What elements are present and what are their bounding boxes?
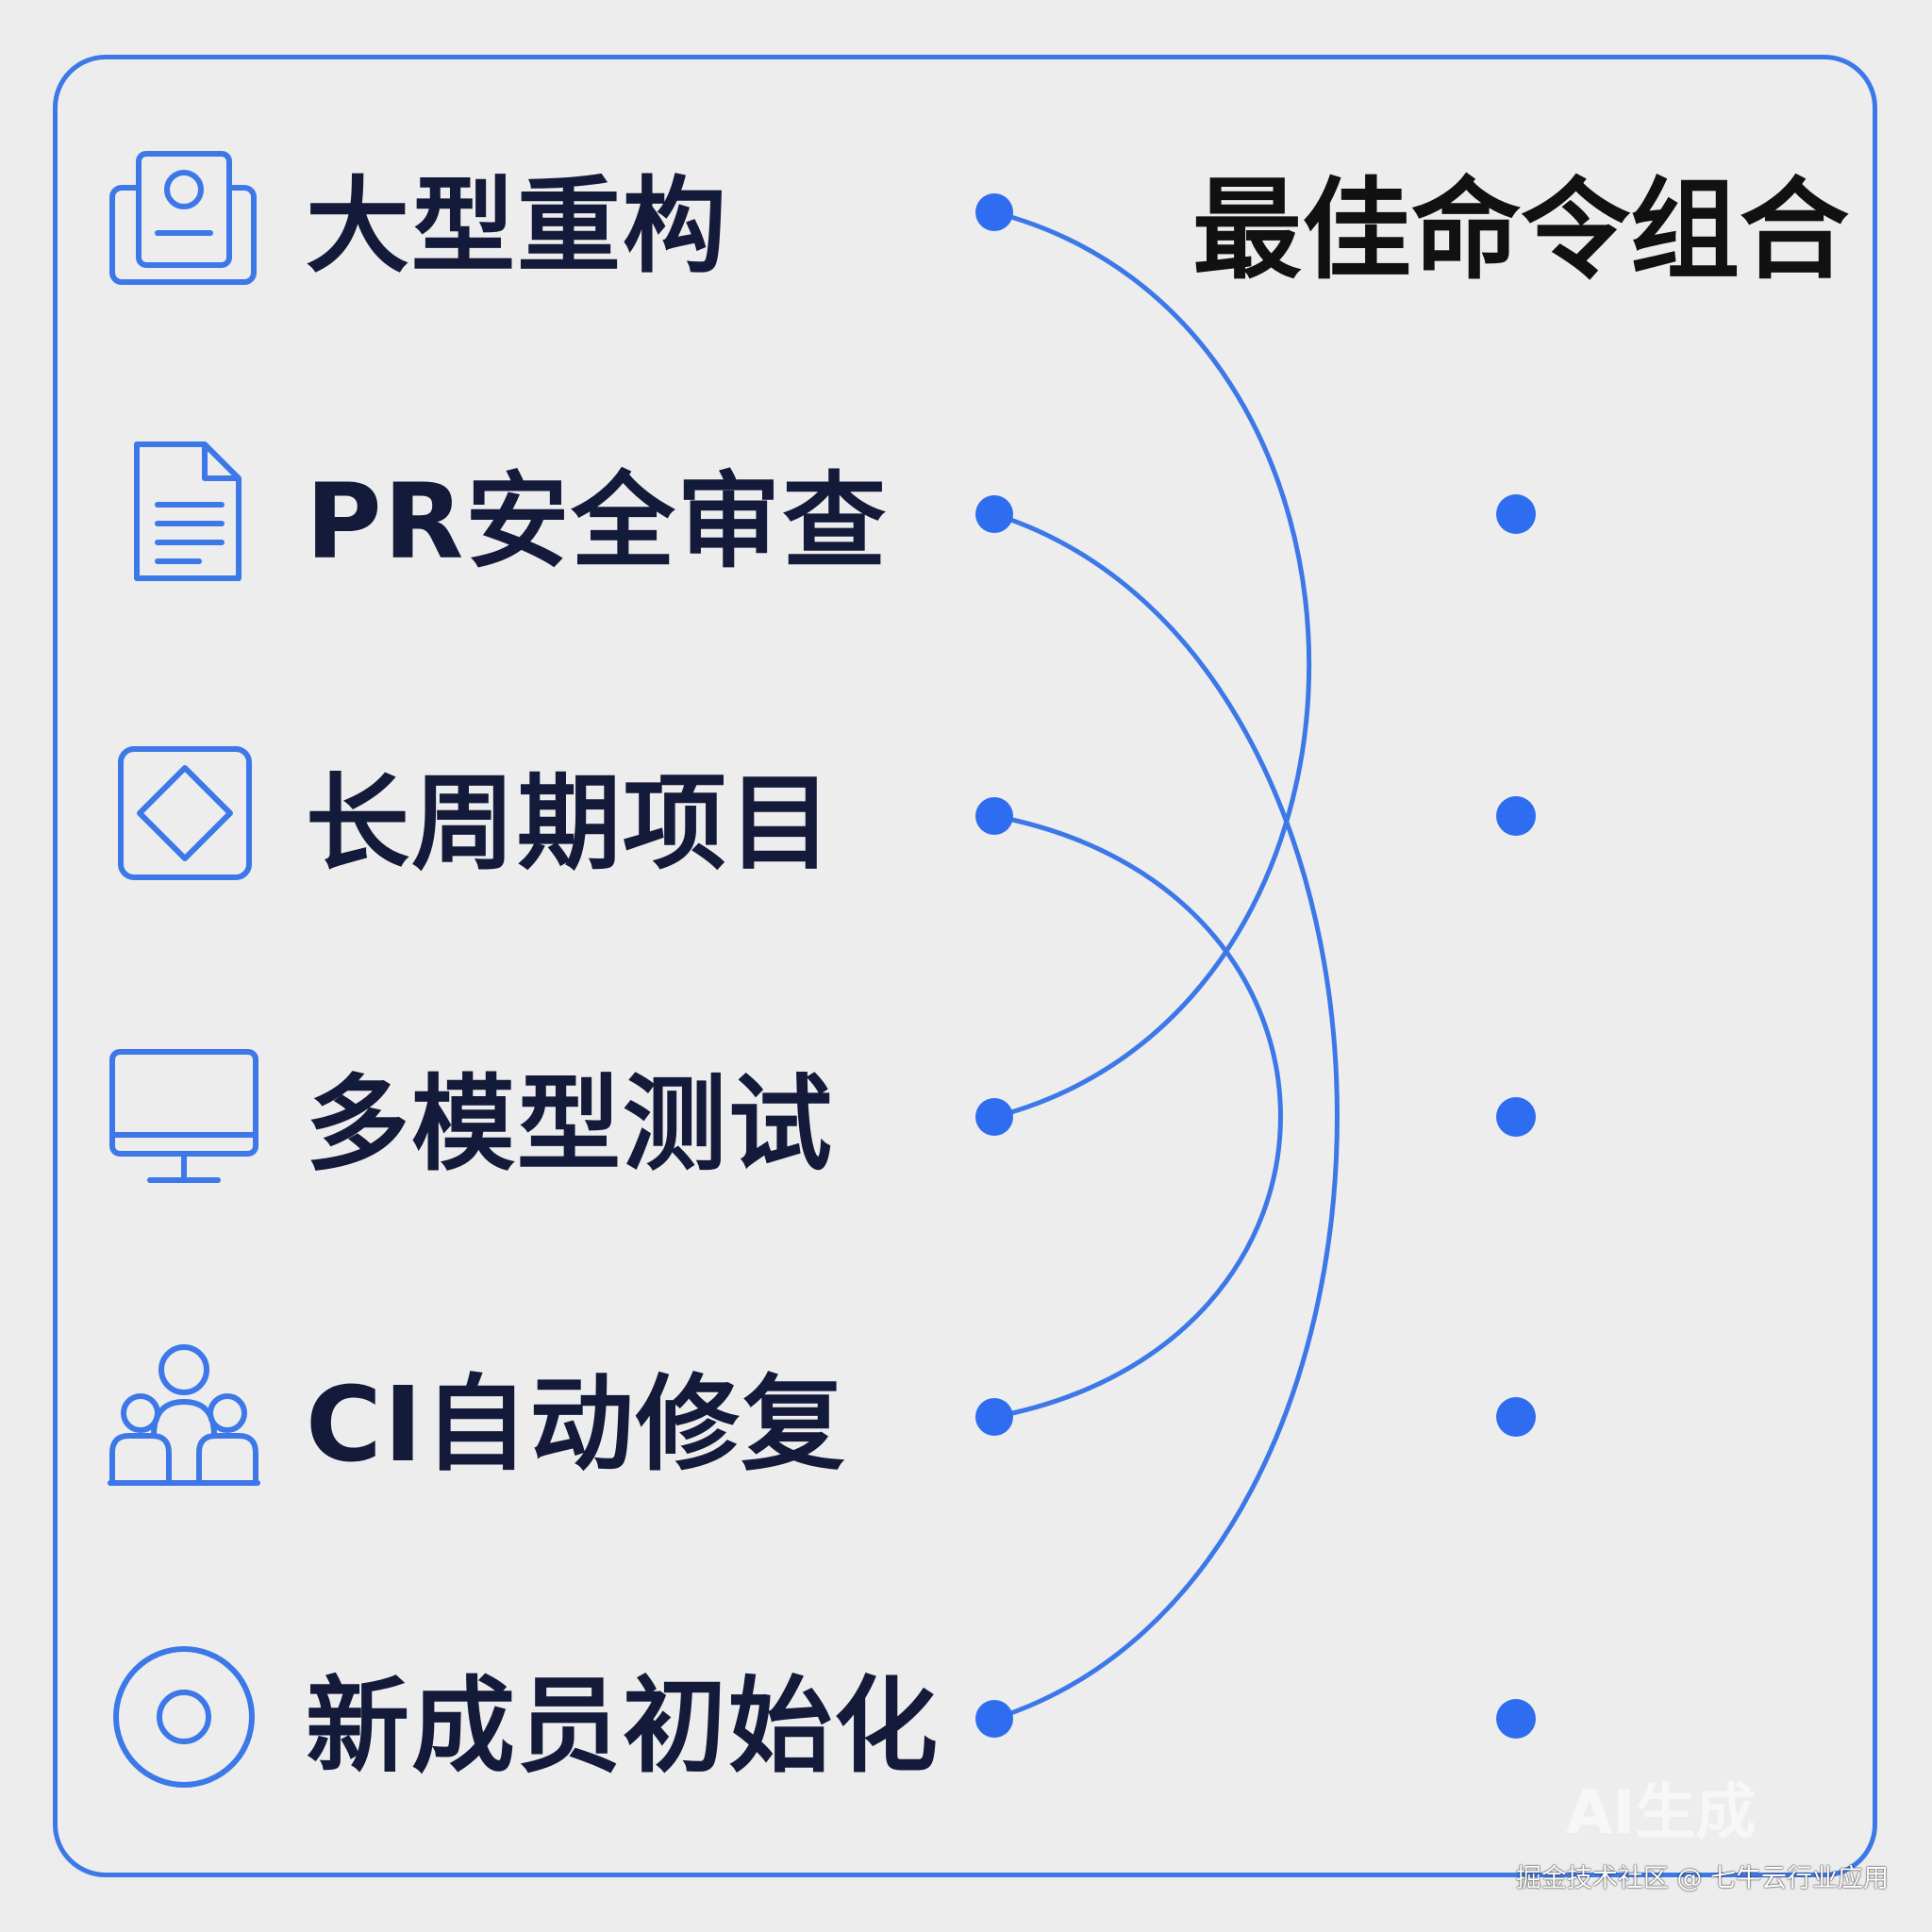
row-label: 多模型测试 (306, 1064, 834, 1185)
profile-card-icon (104, 146, 264, 288)
row-ci-auto-fix: CI自动修复 (104, 1344, 847, 1486)
row-label: 长周期项目 (306, 763, 834, 884)
team-icon (104, 1344, 264, 1486)
monitor-icon (104, 1044, 264, 1186)
row-label: PR安全审查 (306, 461, 889, 582)
row-label: 大型重构 (306, 166, 728, 287)
row-new-member-onboarding: 新成员初始化 (104, 1646, 940, 1788)
document-icon (104, 441, 264, 583)
row-large-refactor: 大型重构 (104, 146, 728, 288)
diamond-icon (104, 743, 264, 885)
row-label: CI自动修复 (306, 1364, 847, 1485)
diagram-frame (53, 55, 1877, 1877)
credit-watermark: 掘金技术社区 @ 七牛云行业应用 (1515, 1864, 1889, 1893)
target-icon (104, 1646, 264, 1788)
ai-generated-watermark: AI生成 (1566, 1778, 1757, 1848)
row-pr-security-review: PR安全审查 (104, 441, 888, 583)
diagram-title: 最佳命令组合 (1192, 167, 1849, 294)
row-label: 新成员初始化 (306, 1666, 940, 1787)
row-multi-model-test: 多模型测试 (104, 1044, 834, 1186)
row-long-cycle-project: 长周期项目 (104, 743, 834, 885)
